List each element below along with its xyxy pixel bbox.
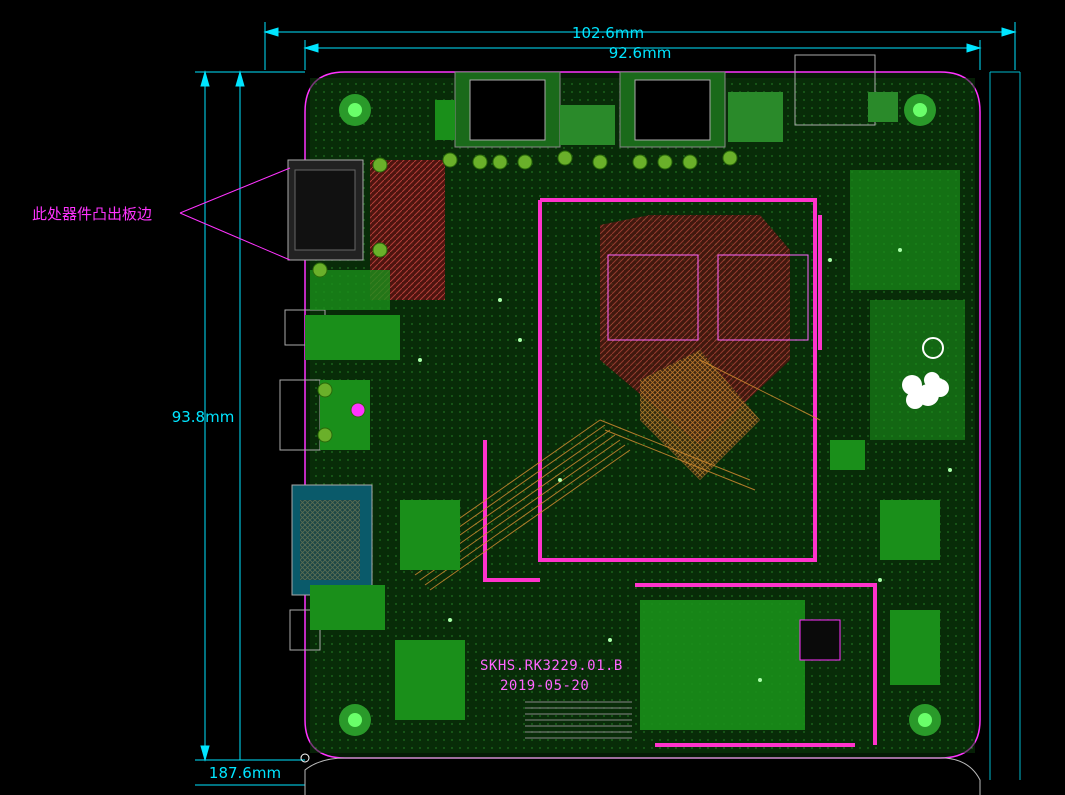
dimension-lines [195,22,1017,786]
pink-traces [483,198,877,747]
left-connectors [279,159,373,651]
top-connectors [454,54,898,148]
connector-pads [312,150,738,443]
origin-marker [300,753,310,763]
board-date-silkscreen: 2019-05-20 [500,678,589,694]
dimension-inner-width: 92.6mm [609,44,672,62]
board-name-silkscreen: SKHS.RK3229.01.B [480,658,623,674]
dimension-overall-height: 187.6mm [209,764,281,782]
test-points [902,372,949,409]
selection-ring [922,337,944,359]
heatsink-grill [525,701,632,739]
mounting-holes [339,94,941,736]
case-outline-bottom [304,757,981,795]
protruding-component-note: 此处器件凸出板边 [32,205,152,223]
dimension-outer-width: 102.6mm [572,24,644,42]
annotation-leader [179,167,291,261]
outline-guides [989,71,1021,780]
component-footprints [305,100,965,730]
dimension-board-height: 93.8mm [172,408,235,426]
